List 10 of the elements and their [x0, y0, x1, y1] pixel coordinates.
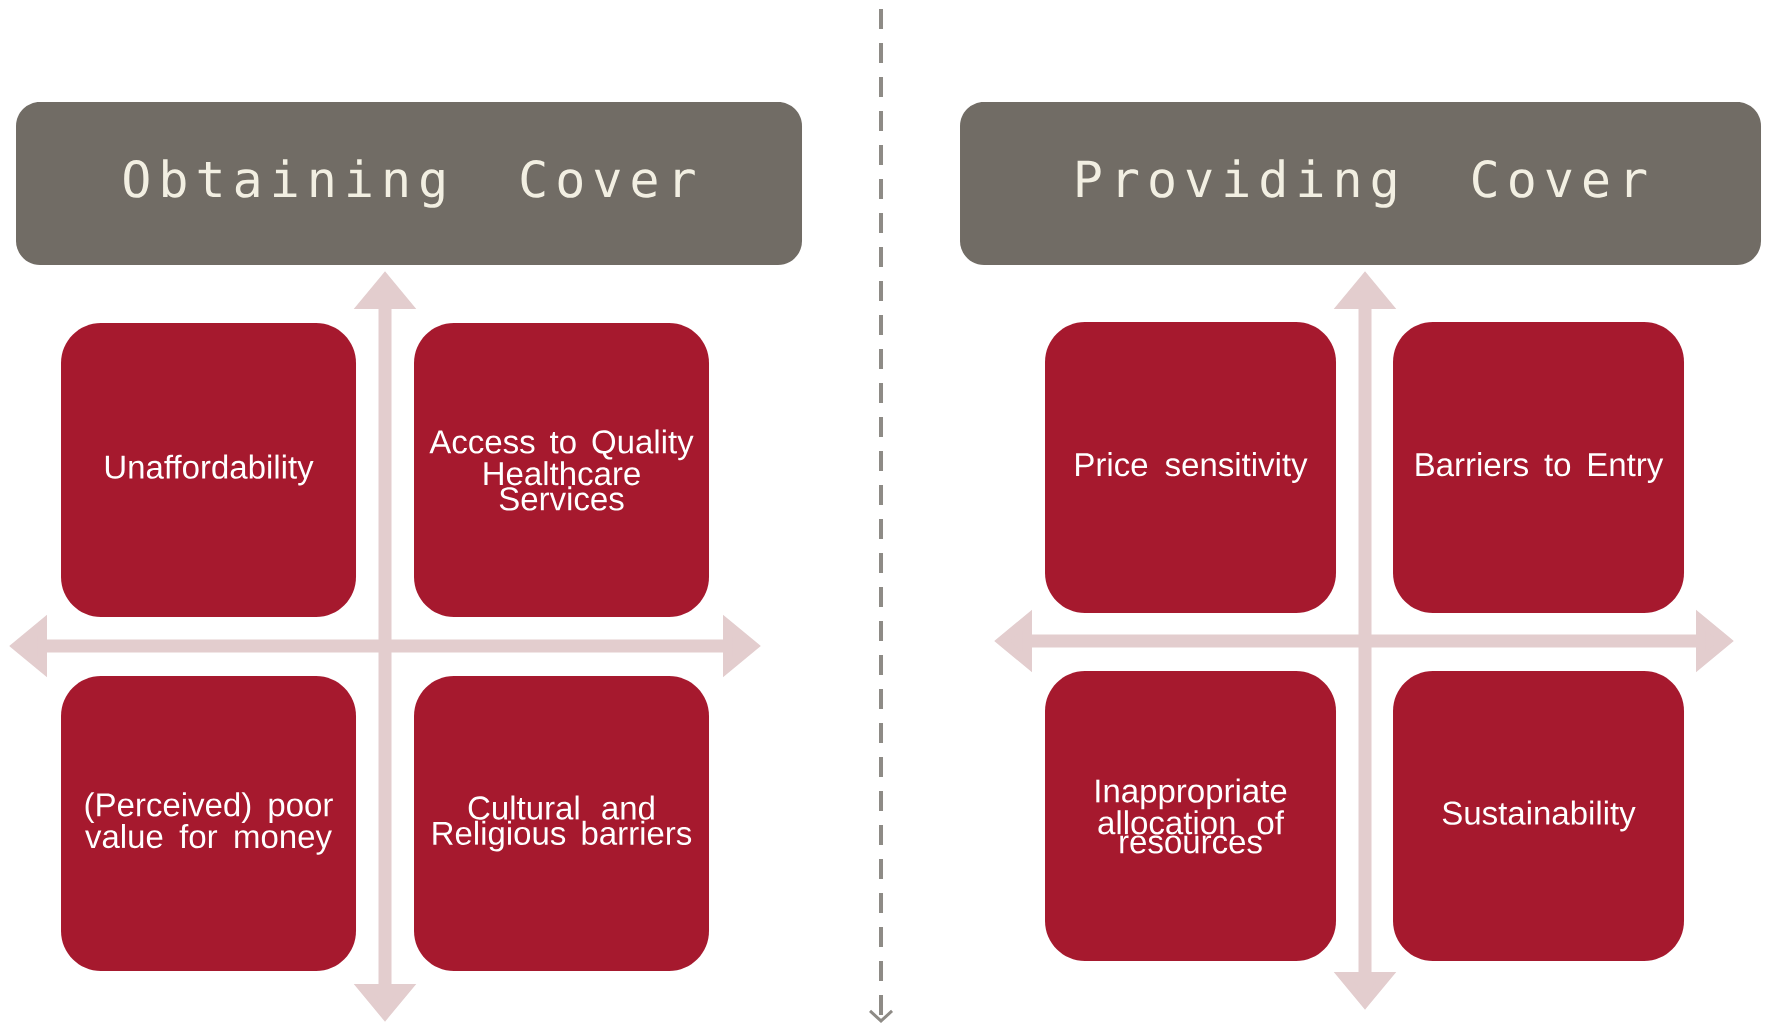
- header-box: Providing Cover: [960, 102, 1761, 265]
- header-box: Obtaining Cover: [16, 102, 802, 265]
- issue-box: Access to Quality Healthcare Services: [414, 323, 709, 617]
- issue-box: Cultural and Religious barriers: [414, 676, 709, 971]
- issue-box: Unaffordability: [61, 323, 356, 617]
- issue-box: Price sensitivity: [1045, 322, 1336, 613]
- issue-box: Barriers to Entry: [1393, 322, 1684, 613]
- issue-box: (Perceived) poor value for money: [61, 676, 356, 971]
- issue-box: Inappropriate allocation of resources: [1045, 671, 1336, 961]
- issue-box: Sustainability: [1393, 671, 1684, 961]
